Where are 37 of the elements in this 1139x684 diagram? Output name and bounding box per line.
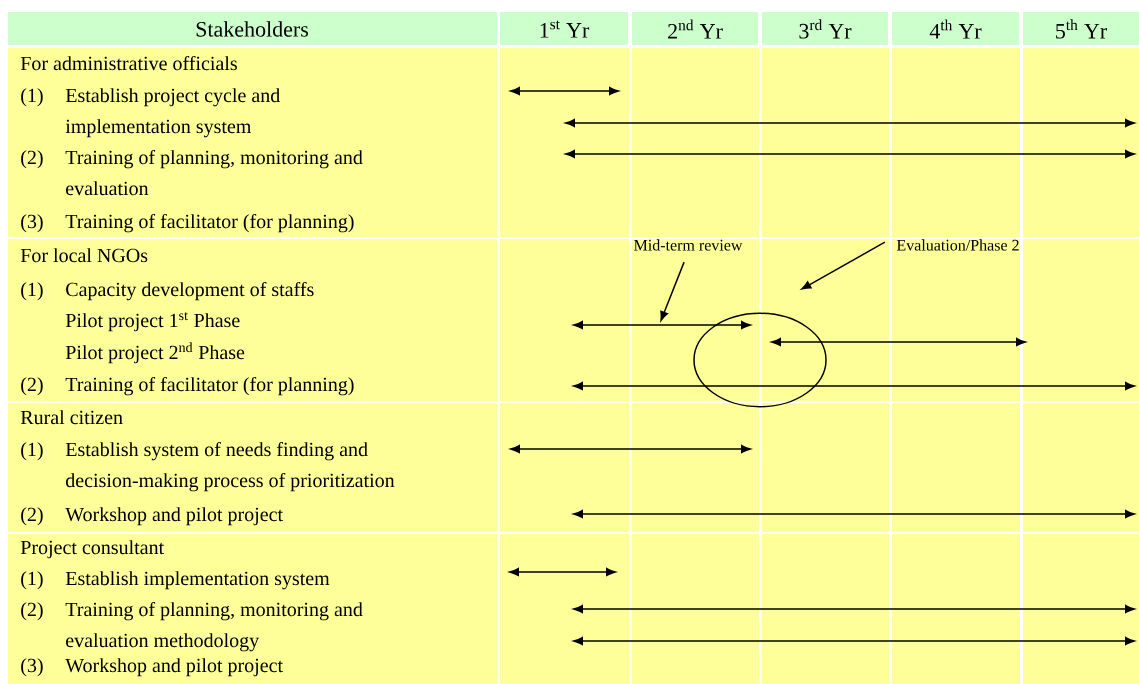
item-number: (3): [21, 658, 43, 677]
item-number: (1): [21, 442, 43, 461]
item-number: (2): [21, 602, 43, 621]
item-text: Establish project cycle and implementation system: [65, 88, 280, 138]
item-text: Workshop and pilot project: [65, 507, 283, 526]
group-heading: For local NGOs: [20, 248, 148, 263]
group-heading: For administrative officials: [20, 55, 237, 71]
callout-text: Evaluation/Phase 2: [896, 239, 1019, 251]
column-header: 2$^{nd}$ Yr: [668, 19, 723, 39]
item-number: (1): [21, 571, 43, 590]
item-number: (2): [21, 150, 43, 169]
column-header: 4$^{th}$ Yr: [929, 19, 982, 39]
item-text: Establish implementation system: [65, 571, 330, 590]
item-number: (2): [21, 507, 43, 526]
item-text: Training of planning, monitoring and evaluation methodology: [65, 601, 363, 652]
item-text: Pilot project 1$^{st}$ Phase: [65, 312, 240, 332]
item-text: Training of facilitator (for planning): [65, 376, 354, 396]
callout-text: Mid-term review: [634, 239, 743, 251]
column-header: Stakeholders: [196, 21, 309, 37]
column-header: 3$^{rd}$ Yr: [799, 19, 852, 39]
leader-arrow: [801, 241, 886, 290]
item-number: (2): [21, 377, 43, 396]
item-text: Training of planning, monitoring and evaluation: [65, 149, 363, 196]
highlight-ellipse: [693, 312, 827, 408]
item-text: Establish system of needs finding and decision-making process of prioritization: [65, 441, 395, 492]
leader-arrow: [660, 261, 685, 321]
item-text: Pilot project 2$^{nd}$ Phase: [65, 342, 245, 364]
item-text: Workshop and pilot project: [65, 658, 283, 677]
group-heading: Rural citizen: [20, 410, 123, 425]
item-text: Capacity development of staffs: [66, 281, 314, 301]
item-number: (1): [21, 88, 43, 107]
column-header: 1$^{st}$ Yr: [540, 20, 590, 38]
item-number: (3): [21, 214, 43, 233]
column-header: 5$^{th}$ Yr: [1056, 19, 1107, 39]
group-heading: Project consultant: [20, 540, 165, 559]
item-number: (1): [21, 282, 43, 301]
item-text: Training of facilitator (for planning): [65, 213, 354, 233]
